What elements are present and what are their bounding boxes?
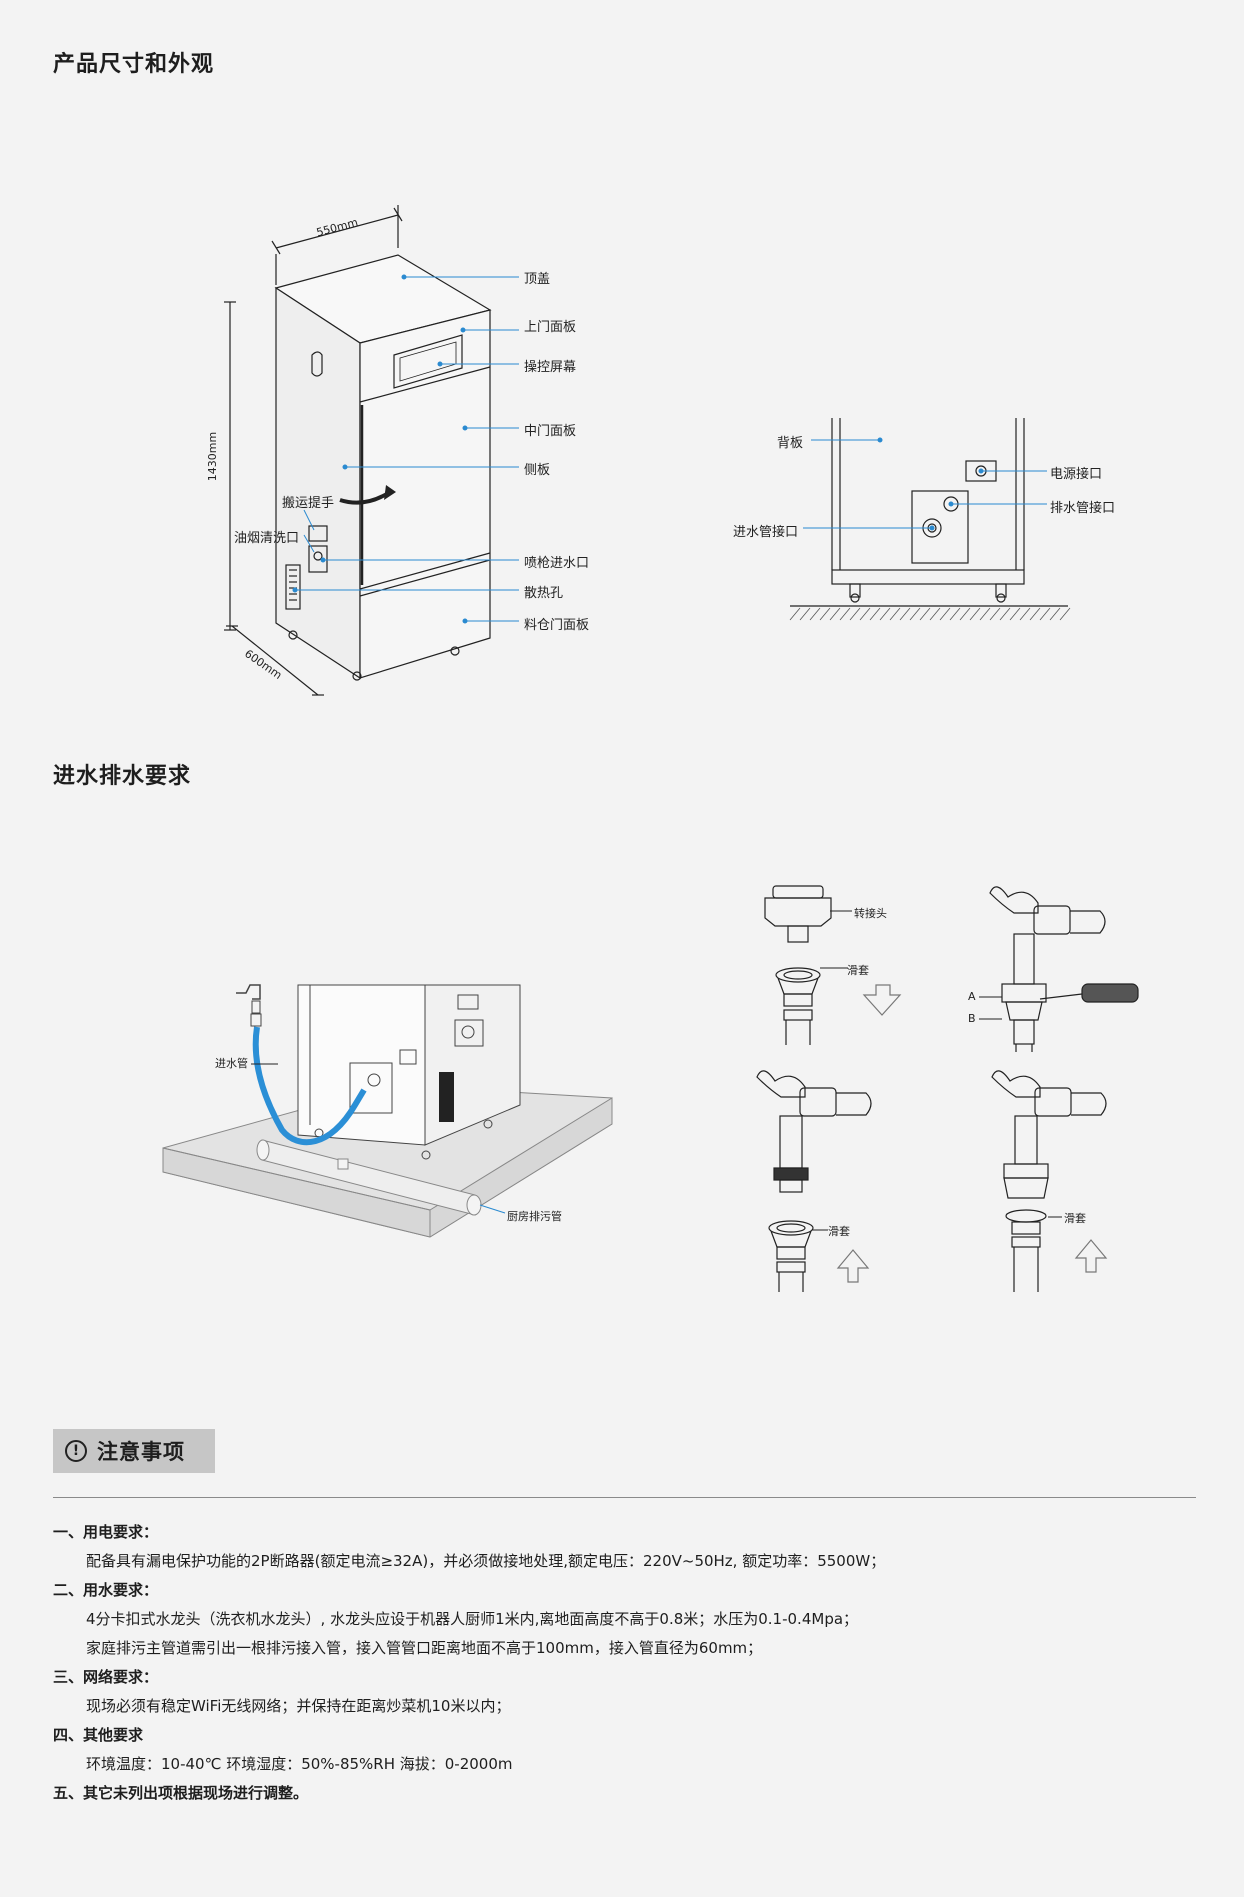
note-heading: 五、其它未列出项根据现场进行调整。 — [53, 1784, 309, 1802]
note-line: 家庭排污主管道需引出一根排污接入管，接入管管口距离地面不高于100mm，接入管直… — [86, 1639, 763, 1657]
note-heading: 三、网络要求： — [53, 1668, 159, 1686]
floor-hatch — [789, 607, 1071, 621]
label-fume-port: 油烟清洗口 — [234, 531, 300, 546]
label-vents: 散热孔 — [524, 586, 564, 601]
notice-title: 注意事项 — [97, 1440, 185, 1464]
label-hopper-door: 料仓门面板 — [524, 618, 590, 633]
warning-icon: ! — [65, 1440, 87, 1462]
label-b: B — [968, 1012, 976, 1025]
dim-height: 1430mm — [206, 431, 220, 482]
notice-badge: ! 注意事项 — [53, 1429, 215, 1473]
note-heading: 二、用水要求： — [53, 1581, 159, 1599]
label-sleeve-3: 滑套 — [1064, 1212, 1086, 1225]
label-sleeve-1: 滑套 — [847, 964, 869, 977]
label-top-cover: 顶盖 — [524, 272, 551, 287]
label-upper-door: 上门面板 — [524, 320, 577, 335]
label-adapter: 转接头 — [854, 907, 887, 920]
note-line: 4分卡扣式水龙头（洗衣机水龙头）, 水龙头应设于机器人厨师1米内,离地面高度不高… — [86, 1610, 859, 1628]
label-a: A — [968, 990, 976, 1003]
note-line: 配备具有漏电保护功能的2P断路器(额定电流≥32A)，并必须做接地处理,额定电压… — [86, 1552, 886, 1570]
label-side-panel: 侧板 — [524, 463, 551, 478]
note-line: 环境温度：10-40℃ 环境湿度：50%-85%RH 海拔：0-2000m — [86, 1755, 513, 1773]
label-carry-handle: 搬运提手 — [282, 496, 335, 511]
section-title-dimensions: 产品尺寸和外观 — [53, 52, 215, 77]
notice-list: 一、用电要求： 配备具有漏电保护功能的2P断路器(额定电流≥32A)，并必须做接… — [53, 1518, 1203, 1808]
note-heading: 一、用电要求： — [53, 1523, 159, 1541]
step-lock — [991, 1070, 1108, 1292]
divider — [53, 1497, 1196, 1498]
installation-scene — [162, 984, 613, 1238]
leader-lines-front — [292, 274, 519, 624]
label-drain-port: 排水管接口 — [1050, 501, 1116, 516]
label-spray-inlet: 喷枪进水口 — [524, 556, 590, 571]
label-screen: 操控屏幕 — [524, 360, 577, 375]
label-sewer-pipe: 厨房排污管 — [507, 1210, 562, 1223]
label-sleeve-2: 滑套 — [828, 1225, 850, 1238]
step-adapter — [764, 885, 902, 1045]
label-middle-door: 中门面板 — [524, 424, 577, 439]
step-tighten — [989, 886, 1139, 1052]
machine-back-view — [790, 418, 1068, 607]
section-title-water: 进水排水要求 — [53, 764, 192, 789]
note-heading: 四、其他要求 — [53, 1726, 144, 1744]
machine-front-view — [224, 205, 492, 696]
note-line: 现场必须有稳定WiFi无线网络；并保持在距离炒菜机10米以内； — [86, 1697, 511, 1715]
leader-lines-back — [803, 437, 1047, 531]
step-insert — [756, 1070, 872, 1292]
label-inlet-pipe: 进水管 — [215, 1057, 248, 1070]
label-back-panel: 背板 — [777, 436, 804, 451]
label-power-port: 电源接口 — [1050, 467, 1103, 482]
label-inlet-port: 进水管接口 — [733, 525, 799, 540]
